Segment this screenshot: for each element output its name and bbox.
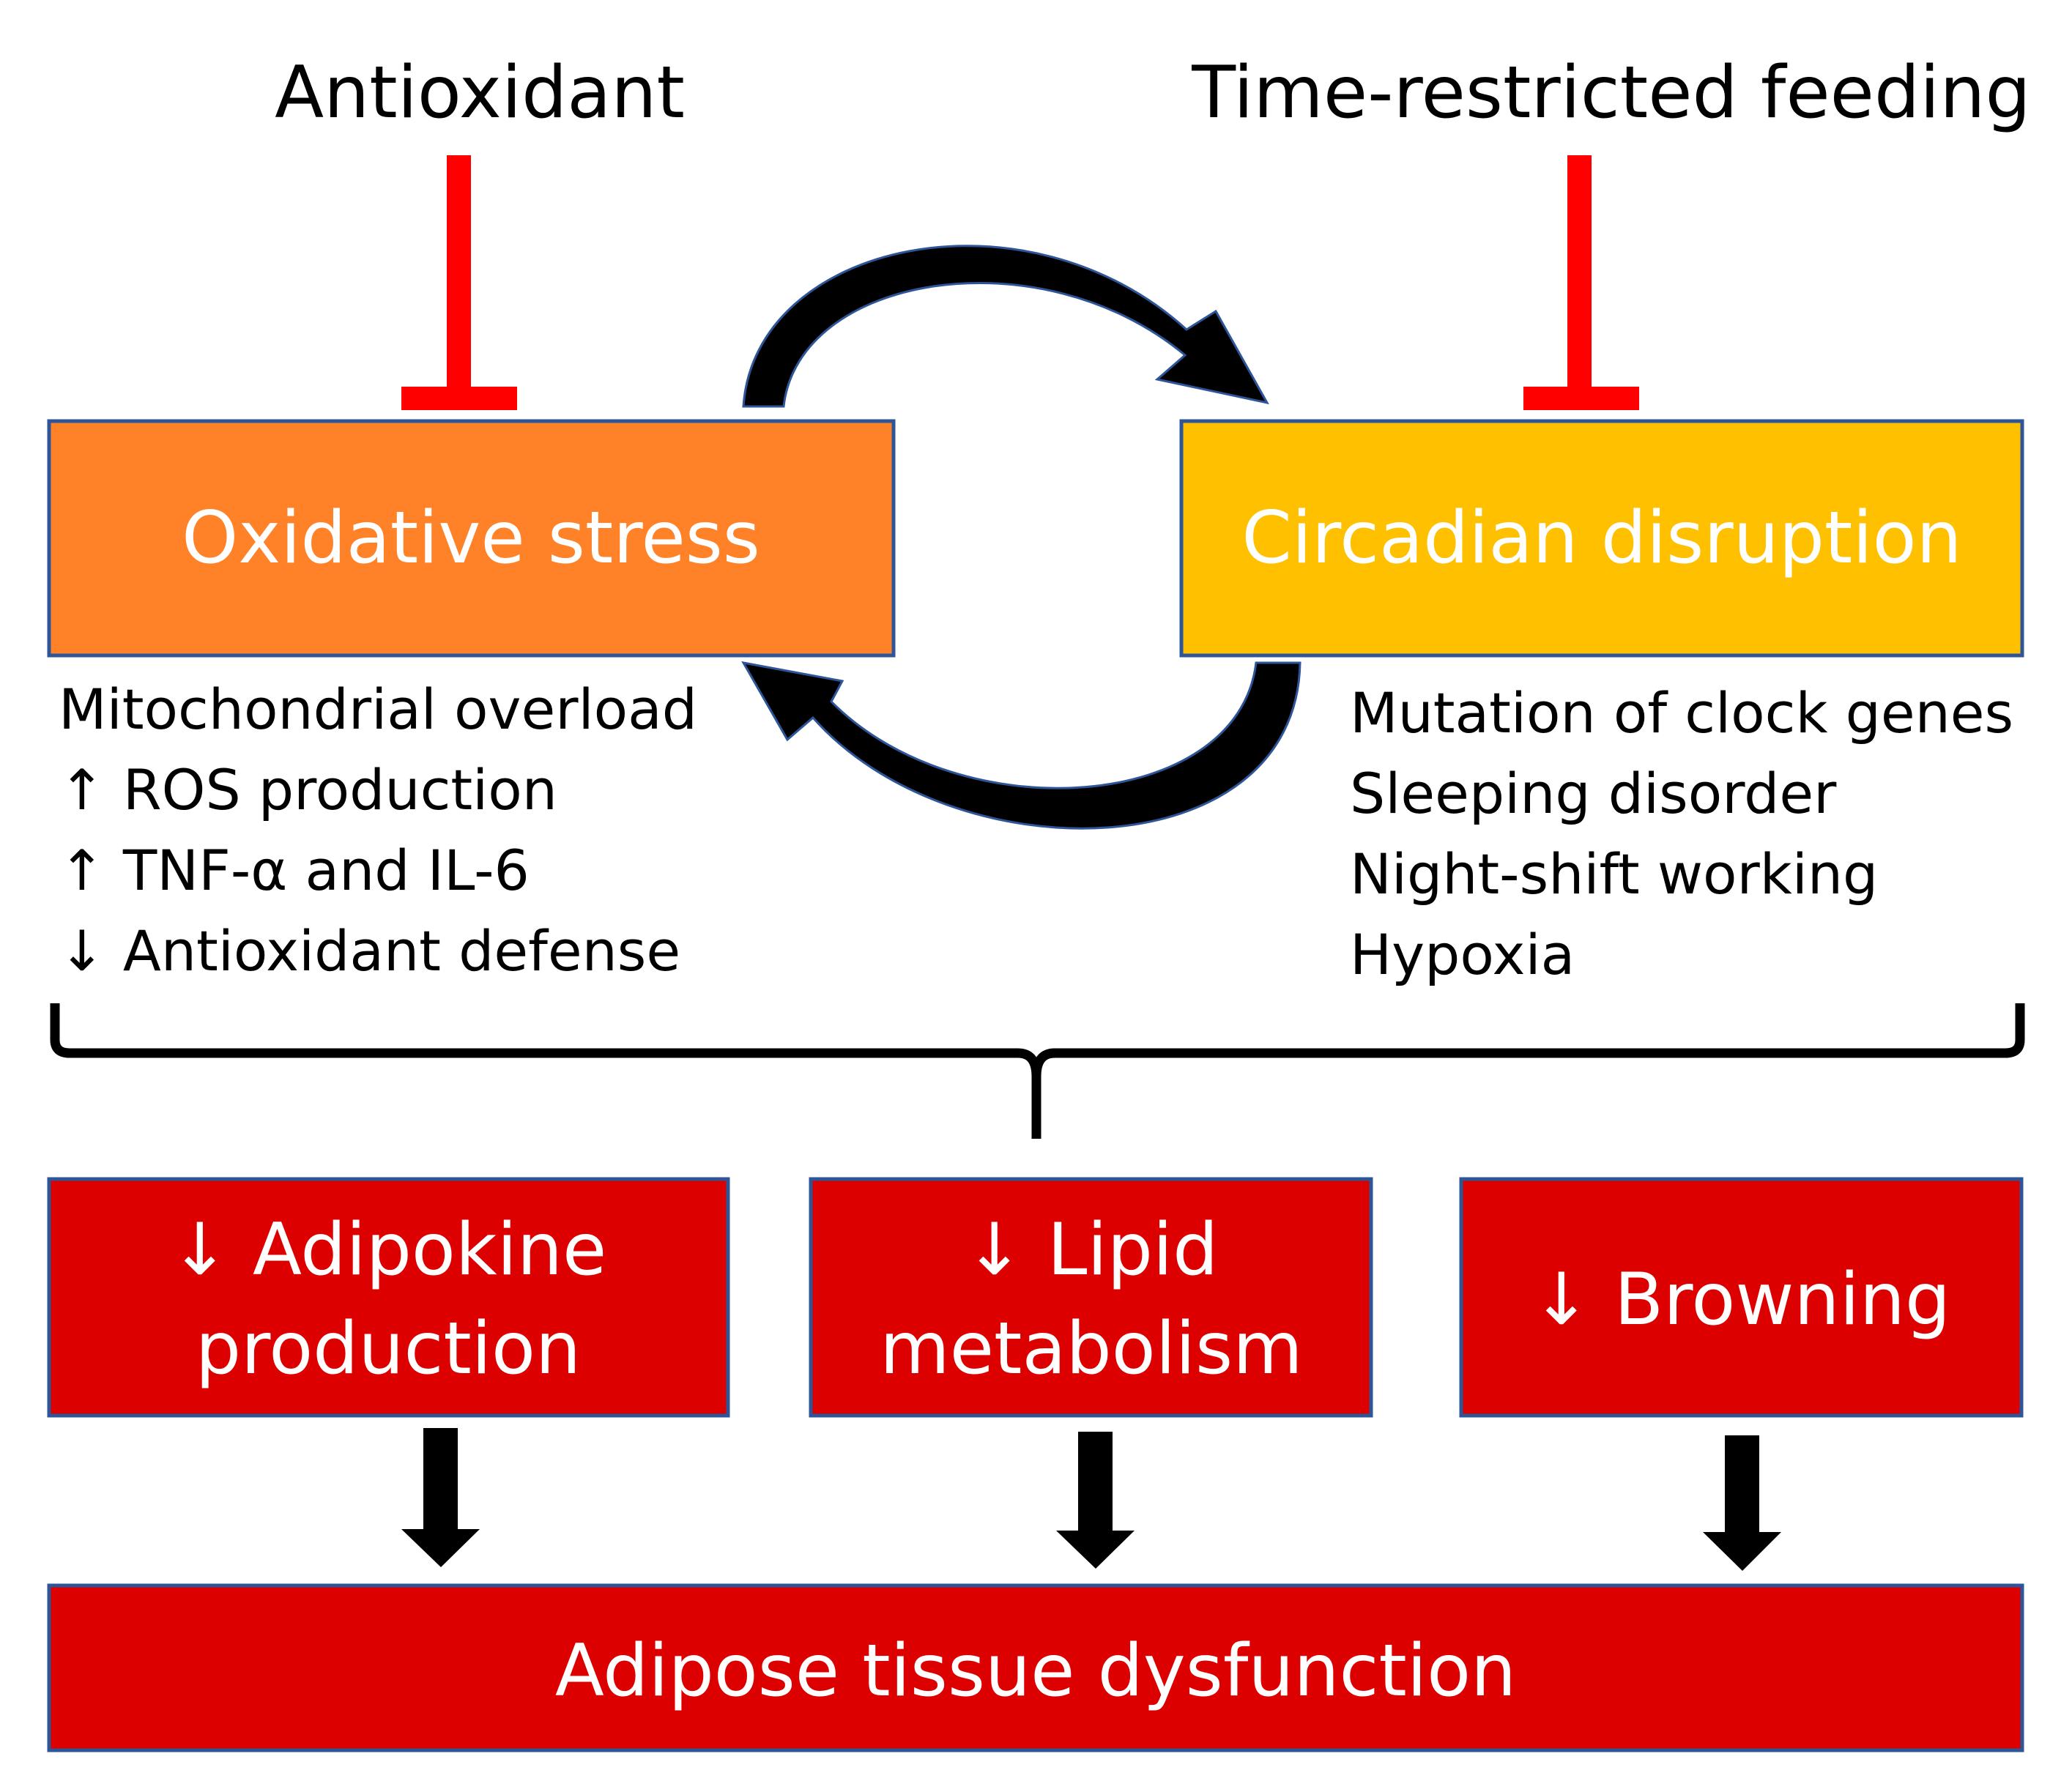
trf-inhibition-bar — [1523, 155, 1639, 410]
oxidative-causes-list: Mitochondrial overload ↑ ROS production … — [59, 677, 697, 984]
browning-box — [1459, 1177, 2024, 1418]
down-arrow-adipokine — [401, 1428, 480, 1567]
list-item: Sleeping disorder — [1350, 761, 1837, 826]
adipose-dysfunction-label: Adipose tissue dysfunction — [555, 1629, 1516, 1713]
adipose-dysfunction-box — [47, 1583, 2024, 1752]
antioxidant-inhibition-bar — [401, 155, 517, 410]
list-item: Night-shift working — [1350, 841, 1878, 907]
lipid-label-line1: ↓ Lipid — [965, 1208, 1219, 1292]
oxidative-stress-box — [47, 419, 896, 658]
list-item: Mutation of clock genes — [1350, 680, 2013, 746]
lipid-metabolism-box — [809, 1177, 1373, 1418]
down-arrow-browning — [1703, 1435, 1781, 1571]
lipid-label-line2: metabolism — [880, 1307, 1302, 1391]
curved-arrow-top — [742, 245, 1269, 408]
circadian-disruption-label: Circadian disruption — [1241, 497, 1961, 580]
oxidative-stress-label: Oxidative stress — [182, 497, 760, 580]
curved-arrow-bottom — [741, 661, 1302, 830]
list-item: Mitochondrial overload — [59, 677, 697, 742]
list-item: Hypoxia — [1350, 922, 1575, 987]
adipokine-box — [47, 1177, 730, 1418]
antioxidant-label: Antioxidant — [275, 51, 685, 135]
adipokine-label-line1: ↓ Adipokine — [170, 1208, 607, 1292]
list-item: ↓ Antioxidant defense — [59, 918, 680, 984]
adipokine-label-line2: production — [196, 1307, 581, 1391]
circadian-causes-list: Mutation of clock genes Sleeping disorde… — [1350, 680, 2013, 987]
list-item: ↑ ROS production — [59, 757, 557, 822]
down-arrow-lipid — [1056, 1432, 1135, 1569]
grouping-brace — [50, 1003, 2025, 1139]
time-restricted-feeding-label: Time-restricted feeding — [1191, 51, 2030, 135]
circadian-disruption-box — [1179, 419, 2024, 658]
list-item: ↑ TNF-α and IL-6 — [59, 838, 530, 903]
browning-label: ↓ Browning — [1531, 1258, 1950, 1342]
